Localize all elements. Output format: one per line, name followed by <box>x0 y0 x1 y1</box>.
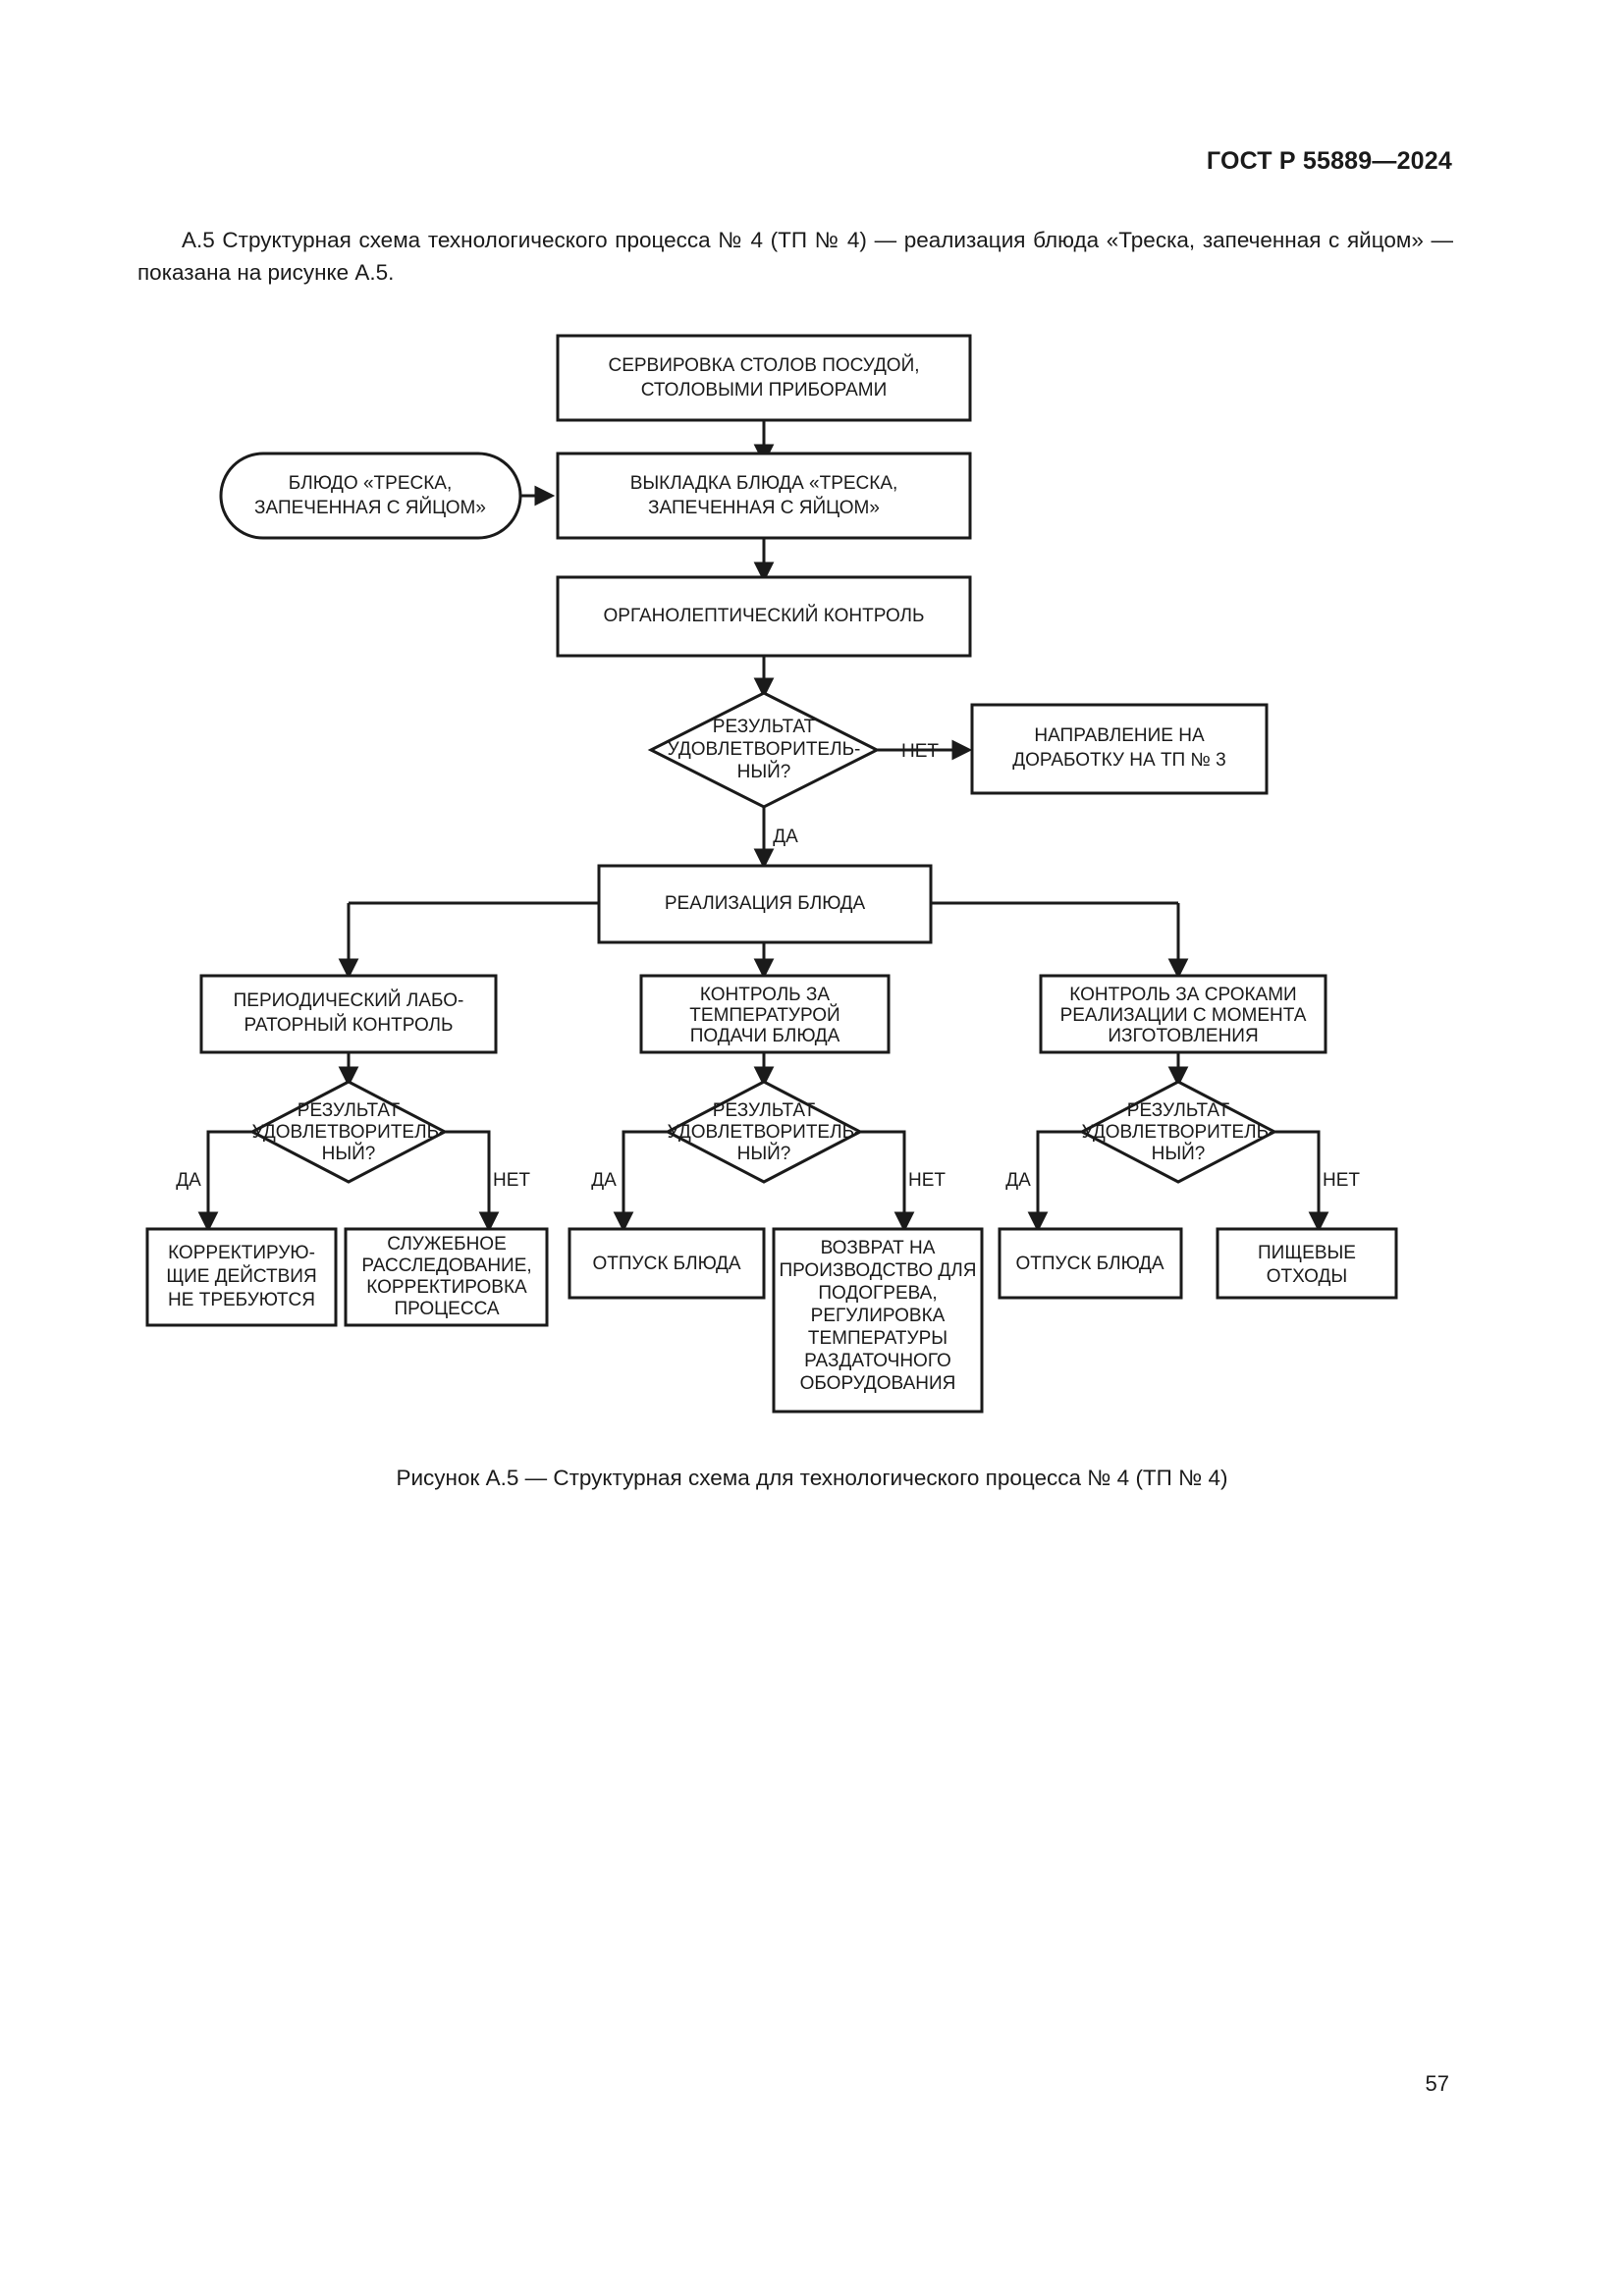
node-rework-line-2: ДОРАБОТКУ НА ТП № 3 <box>1012 750 1225 771</box>
edge-label-main-yes: ДА <box>773 827 798 847</box>
node-temp-control-line-3: ПОДАЧИ БЛЮДА <box>690 1026 840 1046</box>
node-shelf-life-control[interactable]: КОНТРОЛЬ ЗА СРОКАМИ РЕАЛИЗАЦИИ С МОМЕНТА… <box>1039 974 1327 1054</box>
node-temp-control-line-2: ТЕМПЕРАТУРОЙ <box>689 1004 839 1026</box>
node-decision-lab[interactable]: РЕЗУЛЬТАТ УДОВЛЕТВОРИТЕЛЬ- НЫЙ? <box>248 1080 449 1184</box>
node-decision-temp-line-1: РЕЗУЛЬТАТ <box>713 1100 816 1121</box>
node-food-waste-line-2: ОТХОДЫ <box>1267 1266 1347 1287</box>
node-time-control-line-2: РЕАЛИЗАЦИИ С МОМЕНТА <box>1060 1005 1307 1026</box>
edge-label-temp-no: НЕТ <box>908 1170 946 1191</box>
node-return-to-production[interactable]: ВОЗВРАТ НА ПРОИЗВОДСТВО ДЛЯ ПОДОГРЕВА, Р… <box>772 1227 984 1414</box>
edge-label-lab-yes: ДА <box>176 1170 201 1191</box>
node-return-line-6: РАЗДАТОЧНОГО <box>804 1351 951 1371</box>
node-decision-lab-line-1: РЕЗУЛЬТАТ <box>298 1100 401 1121</box>
flowchart-connectors <box>197 420 1329 1233</box>
node-return-line-1: ВОЗВРАТ НА <box>821 1238 936 1258</box>
flowchart-figure: НЕТ ДА ДА НЕТ ДА НЕТ ДА НЕТ СЕРВИРОВКА С… <box>0 314 1624 1433</box>
node-decision-shelf-life[interactable]: РЕЗУЛЬТАТ УДОВЛЕТВОРИТЕЛЬ- НЫЙ? <box>1078 1080 1278 1184</box>
node-release-temp-line-1: ОТПУСК БЛЮДА <box>592 1254 740 1274</box>
page-number: 57 <box>1425 2071 1449 2096</box>
standard-header: ГОСТ Р 55889—2024 <box>1206 147 1452 175</box>
node-decision-main[interactable]: РЕЗУЛЬТАТ УДОВЛЕТВОРИТЕЛЬ- НЫЙ? <box>647 691 881 809</box>
edge-label-time-no: НЕТ <box>1323 1170 1360 1191</box>
node-dish-terminator[interactable]: БЛЮДО «ТРЕСКА, ЗАПЕЧЕННАЯ С ЯЙЦОМ» <box>219 452 522 540</box>
node-return-line-4: РЕГУЛИРОВКА <box>811 1306 946 1326</box>
node-no-action-line-1: КОРРЕКТИРУЮ- <box>168 1243 315 1263</box>
node-return-line-2: ПРОИЗВОДСТВО ДЛЯ <box>780 1260 977 1281</box>
node-decision-time-line-3: НЫЙ? <box>1152 1143 1206 1164</box>
node-release-time-line-1: ОТПУСК БЛЮДА <box>1015 1254 1164 1274</box>
node-lab-control-line-1: ПЕРИОДИЧЕСКИЙ ЛАБО- <box>234 989 464 1011</box>
node-organoleptic-line-1: ОРГАНОЛЕПТИЧЕСКИЙ КОНТРОЛЬ <box>604 605 925 626</box>
node-plating-line-2: ЗАПЕЧЕННАЯ С ЯЙЦОМ» <box>648 497 880 518</box>
edge-label-lab-no: НЕТ <box>493 1170 530 1191</box>
node-lab-control-line-2: РАТОРНЫЙ КОНТРОЛЬ <box>244 1014 454 1036</box>
node-dish-line-2: ЗАПЕЧЕННАЯ С ЯЙЦОМ» <box>254 497 486 518</box>
node-dish-line-1: БЛЮДО «ТРЕСКА, <box>289 473 452 494</box>
edge-label-main-no: НЕТ <box>901 741 939 762</box>
node-serving-line-2: СТОЛОВЫМИ ПРИБОРАМИ <box>641 380 888 400</box>
node-organoleptic-control[interactable]: ОРГАНОЛЕПТИЧЕСКИЙ КОНТРОЛЬ <box>556 575 972 658</box>
node-food-waste[interactable]: ПИЩЕВЫЕ ОТХОДЫ <box>1216 1227 1398 1300</box>
node-investigation-line-3: КОРРЕКТИРОВКА <box>366 1277 527 1298</box>
node-decision-main-line-1: РЕЗУЛЬТАТ <box>713 717 816 737</box>
node-lab-control[interactable]: ПЕРИОДИЧЕСКИЙ ЛАБО- РАТОРНЫЙ КОНТРОЛЬ <box>199 974 498 1054</box>
node-internal-investigation[interactable]: СЛУЖЕБНОЕ РАССЛЕДОВАНИЕ, КОРРЕКТИРОВКА П… <box>344 1227 549 1327</box>
node-rework-tp3[interactable]: НАПРАВЛЕНИЕ НА ДОРАБОТКУ НА ТП № 3 <box>970 703 1269 795</box>
node-serving-tables[interactable]: СЕРВИРОВКА СТОЛОВ ПОСУДОЙ, СТОЛОВЫМИ ПРИ… <box>556 334 972 422</box>
node-decision-time-line-1: РЕЗУЛЬТАТ <box>1127 1100 1230 1121</box>
node-investigation-line-1: СЛУЖЕБНОЕ <box>387 1234 507 1255</box>
node-investigation-line-4: ПРОЦЕССА <box>394 1299 499 1319</box>
node-decision-main-line-2: УДОВЛЕТВОРИТЕЛЬ- <box>668 739 861 760</box>
edge-label-time-yes: ДА <box>1005 1170 1031 1191</box>
node-temperature-control[interactable]: КОНТРОЛЬ ЗА ТЕМПЕРАТУРОЙ ПОДАЧИ БЛЮДА <box>639 974 891 1054</box>
node-release-dish-temperature[interactable]: ОТПУСК БЛЮДА <box>568 1227 766 1300</box>
node-decision-lab-line-3: НЫЙ? <box>322 1143 376 1164</box>
flowchart-edge-labels: НЕТ ДА ДА НЕТ ДА НЕТ ДА НЕТ <box>176 741 1360 1191</box>
node-rework-line-1: НАПРАВЛЕНИЕ НА <box>1034 725 1205 746</box>
node-decision-temp-line-2: УДОВЛЕТВОРИТЕЛЬ- <box>668 1122 861 1143</box>
figure-caption: Рисунок А.5 — Структурная схема для техн… <box>396 1466 1228 1490</box>
node-return-line-7: ОБОРУДОВАНИЯ <box>800 1373 956 1394</box>
node-time-control-line-3: ИЗГОТОВЛЕНИЯ <box>1108 1026 1258 1046</box>
node-realization[interactable]: РЕАЛИЗАЦИЯ БЛЮДА <box>597 864 933 944</box>
node-decision-time-line-2: УДОВЛЕТВОРИТЕЛЬ- <box>1082 1122 1275 1143</box>
node-realization-line-1: РЕАЛИЗАЦИЯ БЛЮДА <box>665 893 866 914</box>
node-release-dish-shelf-life[interactable]: ОТПУСК БЛЮДА <box>998 1227 1183 1300</box>
node-return-line-3: ПОДОГРЕВА, <box>818 1283 937 1304</box>
node-temp-control-line-1: КОНТРОЛЬ ЗА <box>700 985 830 1005</box>
node-decision-main-line-3: НЫЙ? <box>737 761 791 782</box>
node-food-waste-line-1: ПИЩЕВЫЕ <box>1258 1243 1356 1263</box>
node-decision-temperature[interactable]: РЕЗУЛЬТАТ УДОВЛЕТВОРИТЕЛЬ- НЫЙ? <box>664 1080 864 1184</box>
node-no-action-line-2: ЩИЕ ДЕЙСТВИЯ <box>166 1265 316 1287</box>
node-decision-lab-line-2: УДОВЛЕТВОРИТЕЛЬ- <box>252 1122 446 1143</box>
node-no-action-line-3: НЕ ТРЕБУЮТСЯ <box>168 1290 315 1310</box>
node-return-line-5: ТЕМПЕРАТУРЫ <box>808 1328 947 1349</box>
node-time-control-line-1: КОНТРОЛЬ ЗА СРОКАМИ <box>1069 985 1296 1005</box>
edge-label-temp-yes: ДА <box>591 1170 617 1191</box>
node-plating-line-1: ВЫКЛАДКА БЛЮДА «ТРЕСКА, <box>630 473 898 494</box>
node-no-corrective-action[interactable]: КОРРЕКТИРУЮ- ЩИЕ ДЕЙСТВИЯ НЕ ТРЕБУЮТСЯ <box>145 1227 338 1327</box>
intro-paragraph: А.5 Структурная схема технологического п… <box>137 228 1453 285</box>
node-serving-line-1: СЕРВИРОВКА СТОЛОВ ПОСУДОЙ, <box>608 354 919 376</box>
node-plating[interactable]: ВЫКЛАДКА БЛЮДА «ТРЕСКА, ЗАПЕЧЕННАЯ С ЯЙЦ… <box>556 452 972 540</box>
node-decision-temp-line-3: НЫЙ? <box>737 1143 791 1164</box>
node-investigation-line-2: РАССЛЕДОВАНИЕ, <box>361 1255 531 1276</box>
